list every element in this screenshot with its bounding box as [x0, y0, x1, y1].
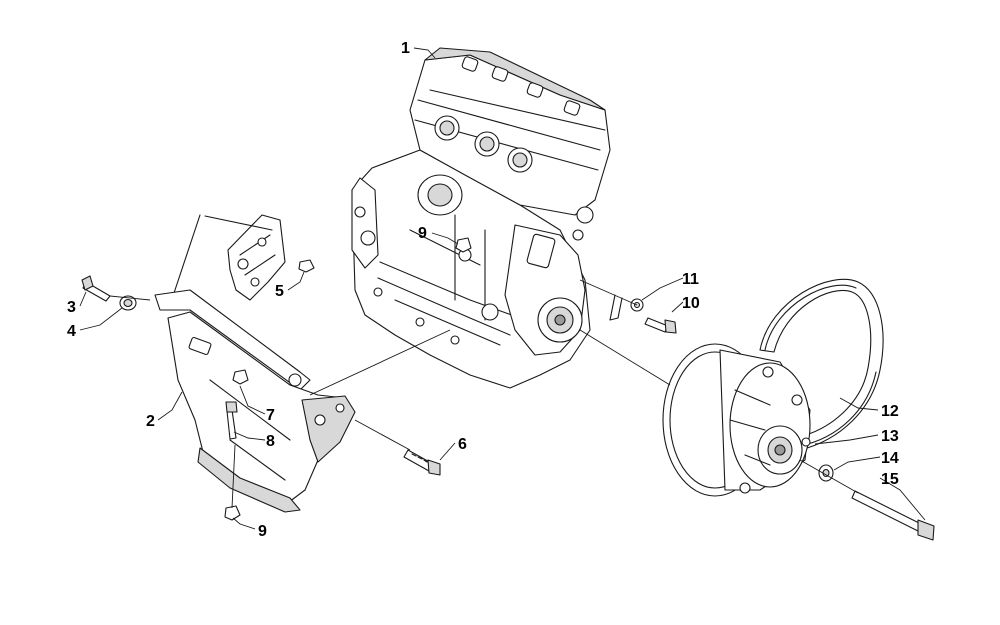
nut-part-5: [298, 259, 315, 273]
callout-5: 5: [275, 283, 284, 300]
engine-mount-bracket: [169, 214, 286, 306]
callout-10: 10: [682, 295, 700, 312]
callout-8: 8: [266, 433, 275, 450]
callout-9-upper: 9: [418, 225, 427, 242]
assembly-lines: [109, 279, 859, 509]
nut-part-9-upper: [455, 237, 472, 253]
callout-11: 11: [682, 271, 699, 288]
nut-part-7: [232, 369, 249, 385]
callout-6: 6: [458, 436, 467, 453]
nut-part-9-lower: [224, 505, 241, 521]
mount-bracket: [154, 289, 356, 513]
bolt-part-6: [403, 449, 441, 476]
bolt-part-10: [644, 317, 677, 334]
bolt-part-3: [81, 275, 111, 302]
callout-1: 1: [401, 40, 410, 57]
grommet-part-4: [119, 295, 137, 311]
bolt-part-15: [851, 490, 935, 541]
callout-9-lower: 9: [258, 523, 267, 540]
callout-3: 3: [67, 299, 76, 316]
callout-13: 13: [881, 428, 899, 445]
callout-leaders: [79, 47, 926, 530]
callout-12: 12: [881, 403, 899, 420]
callout-7: 7: [266, 407, 275, 424]
callout-15: 15: [881, 471, 899, 488]
drive-clutch: [662, 343, 811, 497]
callout-2: 2: [146, 413, 155, 430]
callout-14: 14: [881, 450, 899, 467]
washer-part-14: [818, 464, 834, 482]
engine-assembly: [351, 47, 611, 389]
callout-4: 4: [67, 323, 76, 340]
bolt-part-8: [225, 401, 238, 440]
callout-labels: 1 2 3 4 5 6 7 8 9 9 10 11 12 13 14 15: [67, 40, 899, 540]
washer-part-11: [609, 294, 644, 321]
